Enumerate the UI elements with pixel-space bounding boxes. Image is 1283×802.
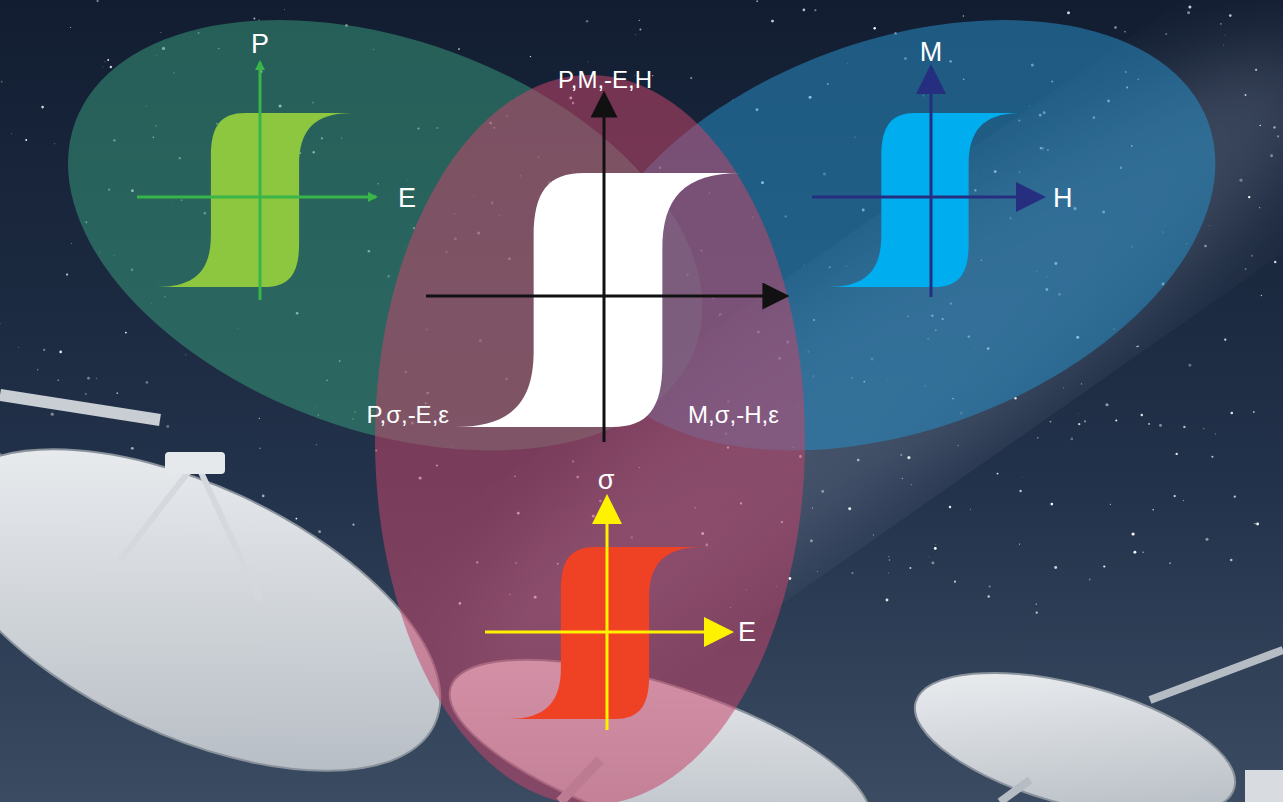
right-axis-label: M,σ,-H,ε: [688, 403, 779, 427]
axis-label: M: [920, 38, 943, 65]
axis-arrow: [426, 295, 784, 298]
axis-label: σ: [598, 467, 615, 494]
magnetic-loop: [828, 113, 1022, 287]
axis-label: P: [251, 30, 269, 57]
axis-label: E: [738, 619, 756, 646]
axis-arrow: [603, 96, 606, 442]
axis-arrow: [485, 631, 728, 634]
axis-arrow: [137, 196, 376, 199]
axis-arrow: [606, 500, 609, 730]
left-axis-label: P,σ,-E,ε: [367, 403, 449, 427]
axis-label: H: [1053, 184, 1073, 211]
axis-arrow: [930, 70, 933, 297]
axis-arrow: [812, 196, 1040, 199]
electric-loop: [157, 113, 353, 287]
axis-label: E: [398, 184, 416, 211]
multiferroic-loop: [455, 173, 741, 427]
multiferroic-axis-label: P,M,-E,H: [558, 68, 652, 92]
axis-arrow: [259, 62, 262, 300]
